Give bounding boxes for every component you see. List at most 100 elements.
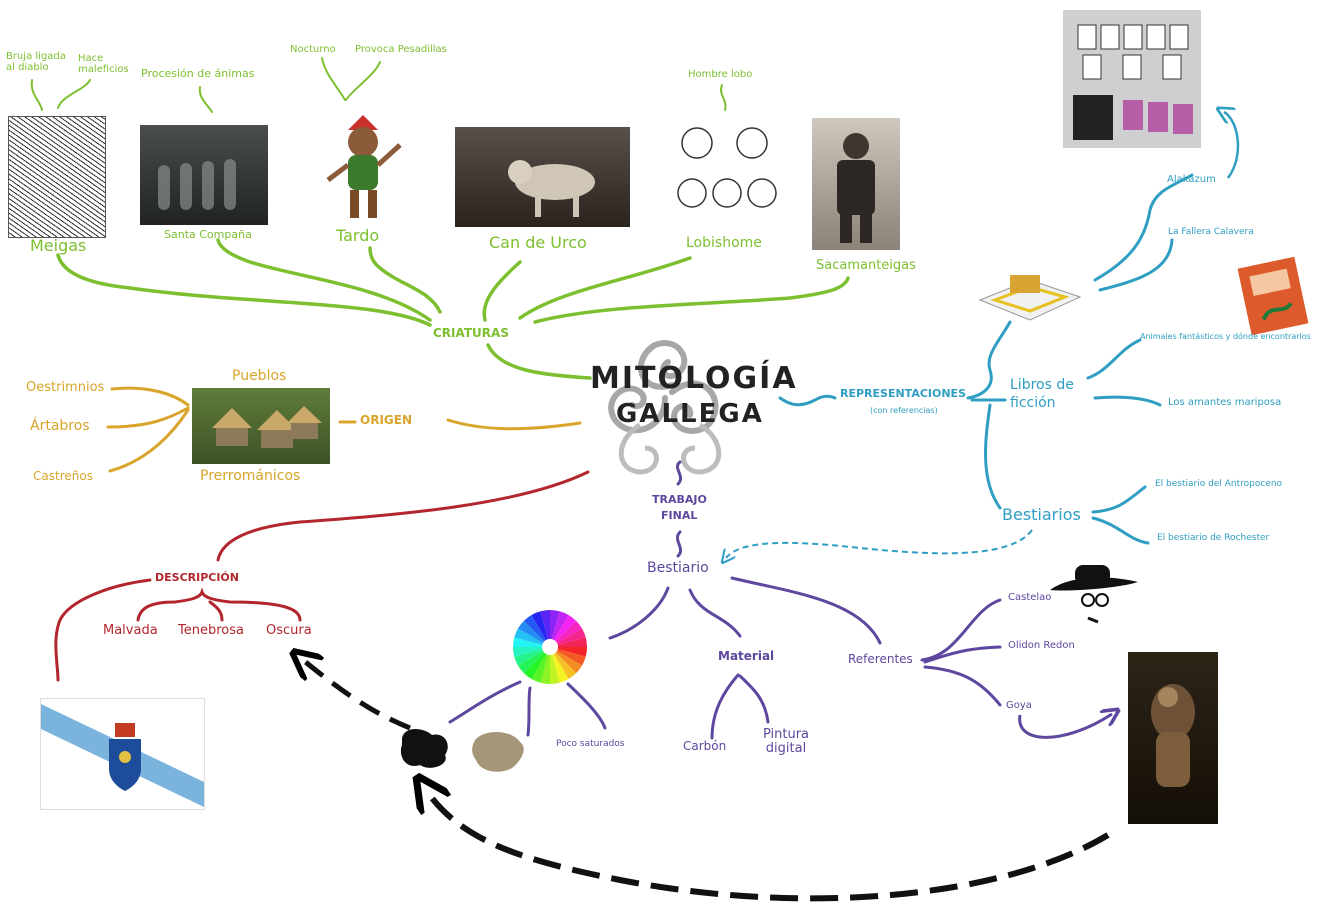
prerromanicos-label: Prerrománicos <box>200 468 301 484</box>
hooded-figures-icon <box>158 159 236 210</box>
color-wheel-segment <box>517 620 545 643</box>
representaciones-sub: (con referencias) <box>870 406 938 415</box>
cards-icon <box>1073 24 1193 140</box>
ink-to-description-arrow <box>303 660 411 731</box>
bestiarios-label: Bestiarios <box>1002 505 1081 524</box>
color-wheel-segment <box>540 610 550 640</box>
santa-compana-note: Procesión de ánimas <box>141 67 255 80</box>
color-wheel-segment <box>554 652 577 680</box>
color-wheel-segment <box>550 654 560 684</box>
color-wheel-segment <box>513 647 543 657</box>
descripcion-label: DESCRIPCIÓN <box>155 571 239 584</box>
criaturas-branches <box>56 238 850 380</box>
santa-compana-image <box>140 125 268 225</box>
lobishome-label: Lobishome <box>686 235 762 251</box>
trabajo-final-line1: TRABAJO <box>652 493 707 506</box>
can-de-urco-label: Can de Urco <box>489 233 587 252</box>
center-title-line2: GALLEGA <box>616 399 764 429</box>
triskele-lower-icon <box>618 422 722 475</box>
color-wheel-segment <box>557 637 587 647</box>
libros-image-arrow <box>1224 112 1240 179</box>
lobishome-note: Hombre lobo <box>688 69 753 80</box>
color-wheel-segment <box>557 647 587 657</box>
trabajo-final-line2: FINAL <box>661 509 698 522</box>
bestiario-label: Bestiario <box>647 560 709 576</box>
castelao-hat-icon <box>1040 560 1142 628</box>
material-label: Material <box>718 649 775 663</box>
goya-label: Goya <box>1006 700 1032 711</box>
round-huts-icon <box>212 406 322 448</box>
tardo-label: Tardo <box>336 226 380 245</box>
oestrimnios-label: Oestrimnios <box>26 380 105 395</box>
goya-arrow <box>1018 714 1112 739</box>
libros-label-2: ficción <box>1010 395 1056 411</box>
bestiario-antropoceno-label: El bestiario del Antropoceno <box>1155 479 1283 489</box>
meigas-note-1: Bruja ligada al diablo <box>6 51 66 73</box>
amantes-mariposa-label: Los amantes mariposa <box>1168 397 1282 408</box>
color-wheel-segment <box>556 628 586 645</box>
tardo-image <box>318 110 408 225</box>
galicia-flag-image <box>40 698 205 810</box>
color-wheel-segment <box>556 649 586 666</box>
criaturas-label: CRIATURAS <box>433 326 509 340</box>
olidon-redon-label: Olidon Redon <box>1008 640 1075 651</box>
artabros-label: Ártabros <box>30 418 90 434</box>
color-wheel-segment <box>531 653 548 683</box>
color-wheel-segment <box>555 620 583 643</box>
origen-branches <box>106 386 582 473</box>
goya-to-ink-arrow <box>426 790 1110 902</box>
pintura-digital-label: Pintura digital <box>762 727 810 756</box>
bestiarios-dashed-arrow <box>726 529 1033 558</box>
color-wheel-segment <box>554 614 577 642</box>
santa-compana-label: Santa Compaña <box>164 228 252 241</box>
color-wheel-segment <box>514 649 544 666</box>
la-fallera-calavera-book-image <box>1237 256 1309 336</box>
castrenos-label: Castreños <box>33 469 93 483</box>
oscura-label: Oscura <box>266 623 312 638</box>
triskele-icon <box>608 340 719 434</box>
meigas-note-2: Hace maleficios <box>78 53 129 75</box>
pueblos-label: Pueblos <box>232 368 287 384</box>
board-game-photo-image <box>1063 10 1201 148</box>
fallera-calavera-label: La Fallera Calavera <box>1168 227 1254 237</box>
descripcion-branches <box>54 470 590 682</box>
goya-saturn-image <box>1128 652 1218 824</box>
tardo-note-1: Nocturno <box>290 44 336 55</box>
meigas-label: Meigas <box>30 236 87 255</box>
color-wheel-segment <box>523 652 546 680</box>
galicia-flag-icon <box>41 704 204 807</box>
color-wheel-icon <box>513 610 587 684</box>
center-title-line1: MITOLOGÍA <box>590 361 798 396</box>
castro-village-image <box>192 388 330 464</box>
libros-label-1: Libros de <box>1010 377 1074 393</box>
bestiario-rochester-label: El bestiario de Rochester <box>1157 533 1270 543</box>
origen-label: ORIGEN <box>360 413 412 427</box>
black-ink-blob-icon <box>400 729 448 768</box>
bestiario-branches <box>448 460 1002 740</box>
color-wheel-segment <box>550 610 560 640</box>
color-wheel-segment <box>540 654 550 684</box>
color-wheel-segment <box>523 614 546 642</box>
brown-ink-blob-icon <box>472 731 524 772</box>
color-wheel-segment <box>514 628 544 645</box>
color-wheel-segment <box>552 653 569 683</box>
castelao-label: Castelao <box>1008 592 1052 603</box>
representaciones-branches <box>778 173 1194 545</box>
hound-icon <box>508 160 595 217</box>
color-wheel-segment <box>517 651 545 674</box>
representaciones-label: REPRESENTACIONES <box>840 387 966 400</box>
carbon-label: Carbón <box>683 739 727 753</box>
malvada-label: Malvada <box>103 623 158 638</box>
wolf-faces-icon <box>677 127 777 208</box>
sacamanteigas-image <box>812 118 900 250</box>
poco-saturados-label: Poco saturados <box>556 739 625 749</box>
goblin-icon <box>326 115 402 218</box>
animales-fantasticos-label: Animales fantásticos y dónde encontrarlo… <box>1140 332 1311 341</box>
color-wheel-segment <box>531 611 548 641</box>
color-wheel-segment <box>552 611 569 641</box>
can-de-urco-image <box>455 127 630 227</box>
board-game-icon <box>975 265 1085 325</box>
tenebrosa-label: Tenebrosa <box>178 623 244 638</box>
referentes-label: Referentes <box>848 652 913 666</box>
